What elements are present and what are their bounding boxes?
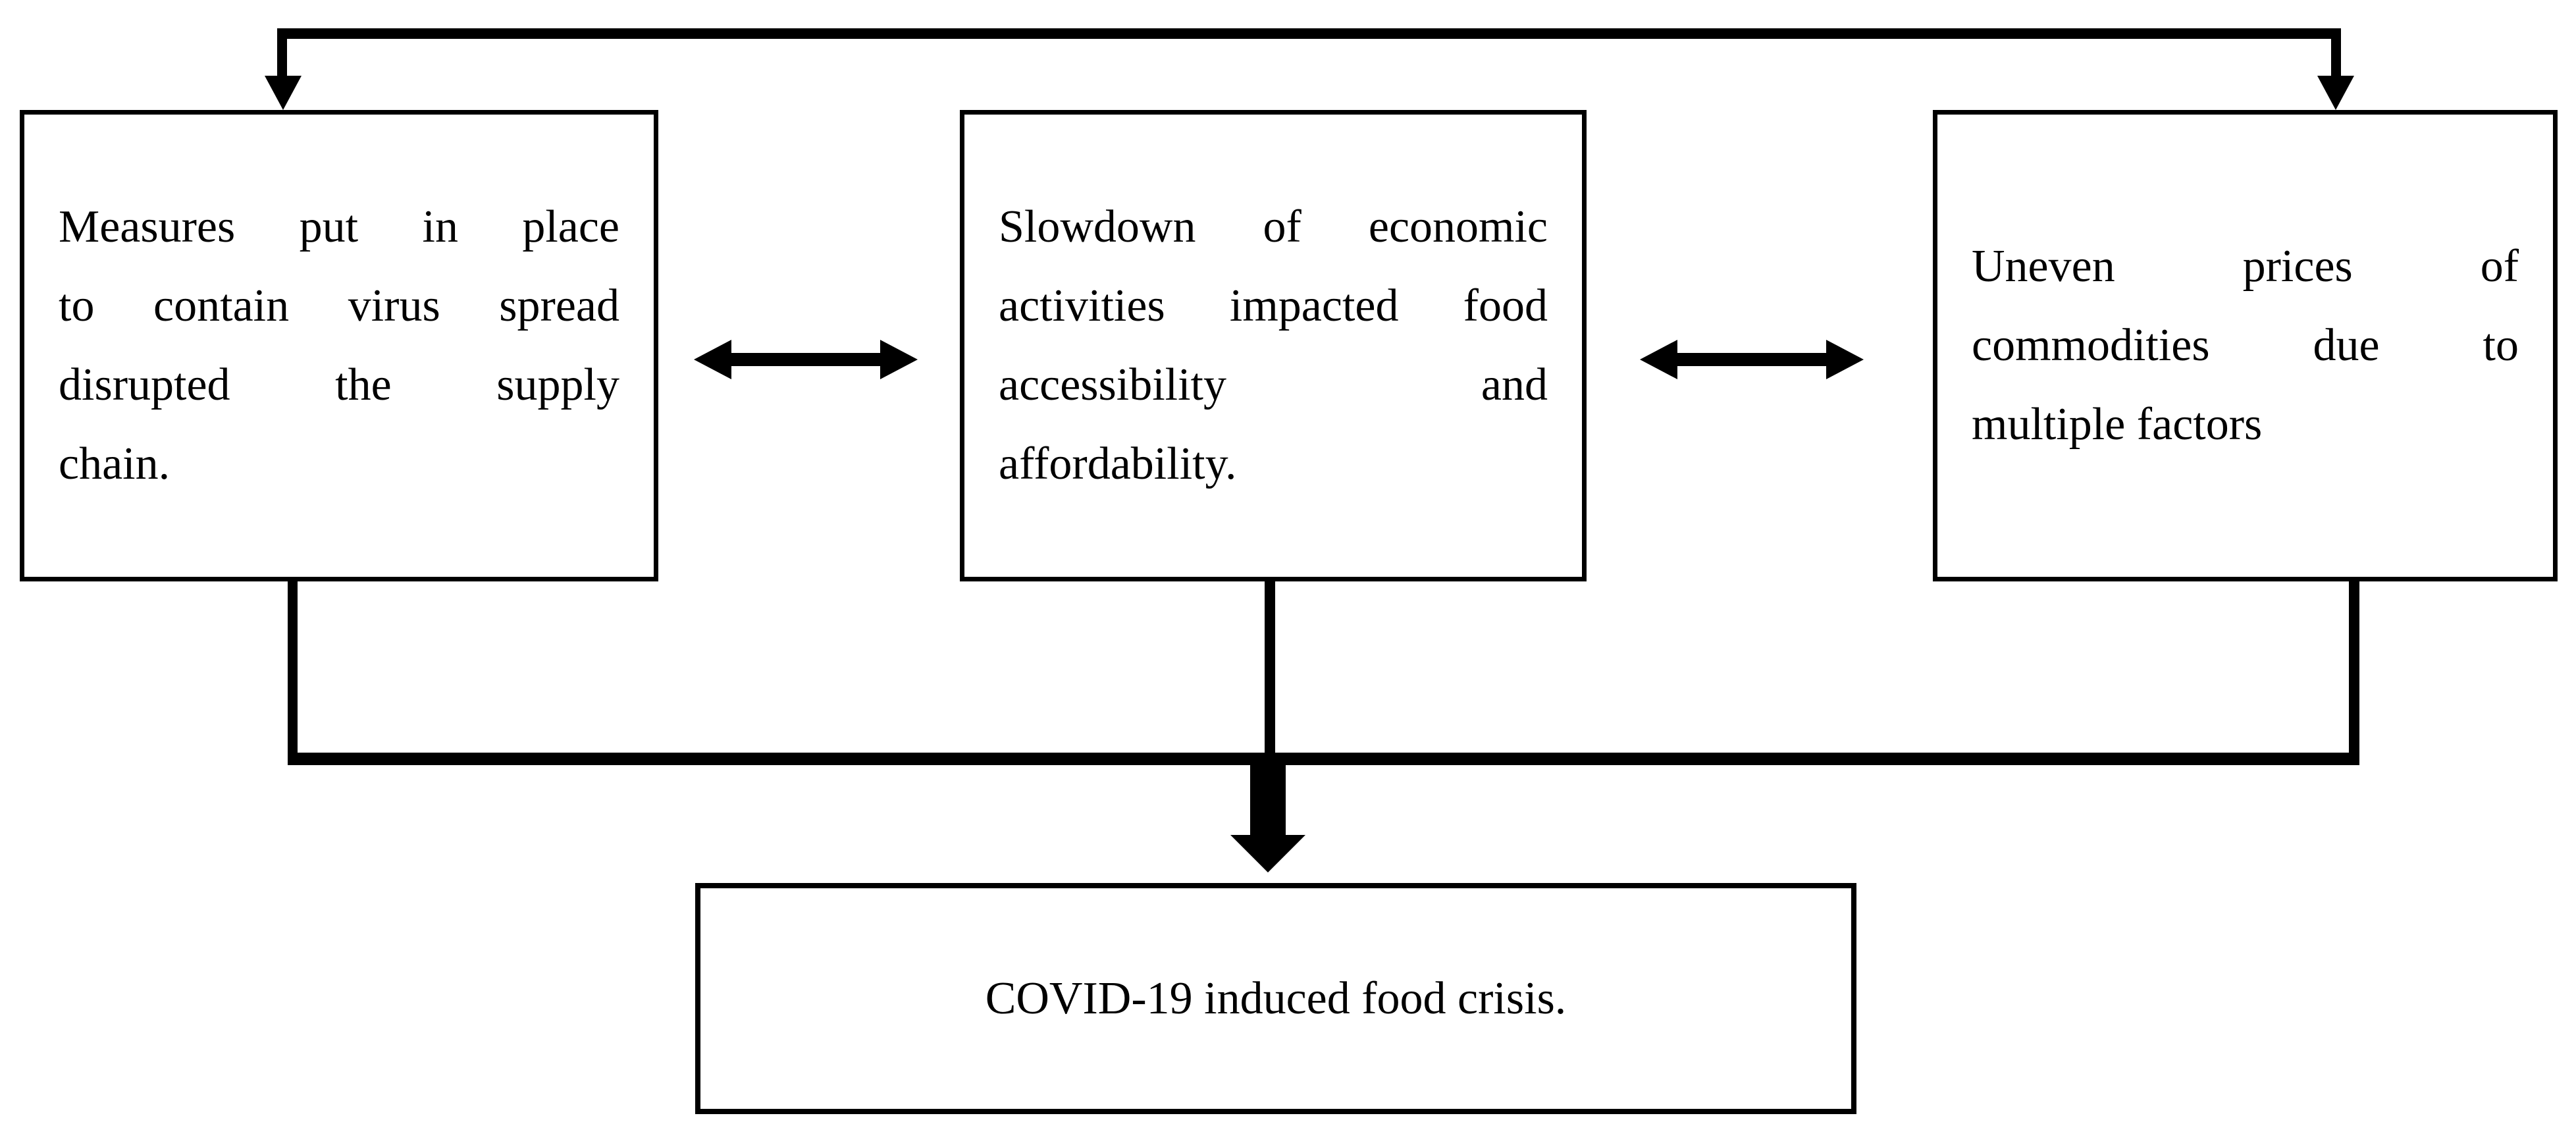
box-text-line: chain. bbox=[59, 439, 171, 489]
bold-down-arrow-shaft bbox=[1250, 764, 1286, 835]
box-economic-slowdown: Slowdown of economic activities impacted… bbox=[960, 110, 1587, 581]
box-uneven-prices: Uneven prices of commodities due to mult… bbox=[1933, 110, 2558, 581]
box-text-line: Uneven prices of bbox=[1972, 241, 2519, 292]
box-text-line: commodities due to bbox=[1972, 320, 2519, 371]
box-supply-chain: Measures put in place to contain virus s… bbox=[20, 110, 658, 581]
box-text-line: disrupted the supply bbox=[59, 360, 619, 410]
double-arrow-icon bbox=[694, 340, 918, 379]
box-food-crisis: COVID-19 induced food crisis. bbox=[695, 883, 1856, 1114]
box-text-line: Measures put in place bbox=[59, 201, 619, 252]
merge-collector-bar bbox=[288, 753, 2359, 765]
box-text-line: accessibility and bbox=[999, 360, 1548, 410]
down-arrow-icon bbox=[265, 76, 302, 110]
box-text-line: to contain virus spread bbox=[59, 281, 619, 331]
down-arrow-icon bbox=[2317, 76, 2354, 110]
bold-down-arrow-icon bbox=[1230, 835, 1305, 872]
box-text-line: activities impacted food bbox=[999, 281, 1548, 331]
food-crisis-label: COVID-19 induced food crisis. bbox=[985, 973, 1567, 1024]
merge-left-line bbox=[288, 577, 298, 754]
top-bracket-left-line bbox=[277, 36, 287, 77]
top-bracket-bar bbox=[277, 28, 2341, 39]
box-text-line: Slowdown of economic bbox=[999, 201, 1548, 252]
merge-right-line bbox=[2349, 577, 2359, 754]
box-text-line: multiple factors bbox=[1972, 399, 2263, 450]
top-bracket-right-line bbox=[2331, 36, 2341, 77]
merge-middle-line bbox=[1265, 577, 1275, 754]
double-arrow-icon bbox=[1640, 340, 1864, 379]
box-text-line: affordability. bbox=[999, 439, 1237, 489]
